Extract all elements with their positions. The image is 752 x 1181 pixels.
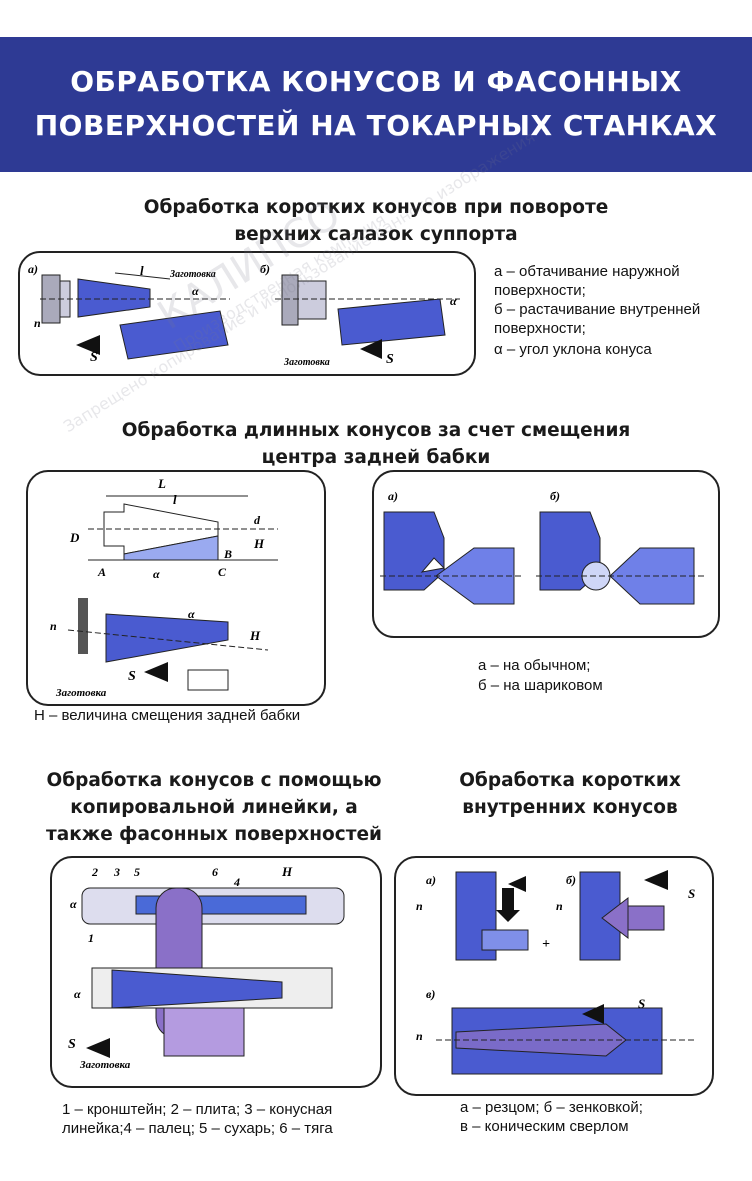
section2-legend-1: а – на обычном; — [478, 657, 591, 674]
internal-cone-diagram: а) n + б) n S в) S n — [416, 870, 696, 1075]
svg-text:5: 5 — [134, 865, 140, 879]
workpiece-label-a: Заготовка — [169, 269, 216, 280]
section3-title-line2: копировальной линейки, а — [70, 797, 358, 818]
svg-text:D: D — [69, 530, 80, 545]
svg-text:S: S — [688, 886, 695, 901]
header-banner: ОБРАБОТКА КОНУСОВ И ФАСОННЫХ ПОВЕРХНОСТЕ… — [0, 37, 752, 172]
label-a: а) — [426, 873, 436, 887]
workpiece-label-3: Заготовка — [79, 1059, 131, 1071]
svg-text:S: S — [638, 996, 645, 1011]
page-title-line2: ПОВЕРХНОСТЕЙ НА ТОКАРНЫХ СТАНКАХ — [34, 109, 718, 142]
svg-text:B: B — [223, 547, 232, 561]
svg-text:α: α — [153, 567, 160, 581]
section4-legend-1: а – резцом; б – зенковкой; — [460, 1099, 643, 1116]
svg-text:6: 6 — [212, 865, 218, 879]
svg-text:S: S — [386, 352, 394, 367]
section4-title-line2: внутренних конусов — [462, 797, 678, 818]
svg-text:l: l — [140, 263, 144, 278]
svg-text:n: n — [556, 899, 563, 913]
svg-text:α: α — [192, 284, 199, 298]
svg-text:H: H — [281, 864, 293, 879]
svg-text:S: S — [68, 1037, 76, 1052]
section2-title-line1: Обработка длинных конусов за счет смещен… — [121, 420, 631, 441]
section1-legend-3: б – растачивание внутренней — [494, 301, 701, 318]
svg-text:α: α — [74, 987, 81, 1001]
svg-text:α: α — [188, 607, 195, 621]
section3-legend-2: линейка;4 – палец; 5 – сухарь; 6 – тяга — [62, 1120, 333, 1137]
section2-caption: Н – величина смещения задней бабки — [34, 707, 301, 724]
section1-legend-1: а – обтачивание наружной — [494, 263, 680, 280]
svg-text:n: n — [416, 1029, 423, 1043]
section1-title-line2: верхних салазок суппорта — [234, 224, 518, 245]
feed-arrow — [76, 335, 100, 355]
svg-text:n: n — [50, 619, 57, 633]
svg-text:3: 3 — [113, 865, 120, 879]
svg-text:4: 4 — [233, 875, 240, 889]
label-a: а) — [28, 262, 38, 276]
cone-workpiece-shape — [77, 278, 151, 318]
section1-legend-5: α – угол уклона конуса — [494, 341, 652, 358]
workpiece-shape — [105, 613, 229, 663]
svg-text:1: 1 — [88, 931, 94, 945]
svg-text:n: n — [34, 316, 41, 330]
short-cone-turning-diagram: а) l Заготовка α S n б) α Заготовка S — [28, 262, 460, 368]
svg-text:L: L — [157, 476, 166, 491]
label-b: б) — [550, 489, 560, 503]
svg-text:Заготовка: Заготовка — [283, 357, 330, 368]
section2-legend-2: б – на шариковом — [478, 677, 603, 694]
section3-title-line1: Обработка конусов с помощью — [46, 770, 382, 791]
section1-title-line1: Обработка коротких конусов при повороте — [143, 197, 609, 218]
page-title-line1: ОБРАБОТКА КОНУСОВ И ФАСОННЫХ — [70, 65, 682, 98]
section1-legend-4: поверхности; — [494, 320, 586, 337]
svg-text:l: l — [173, 492, 177, 507]
svg-text:+: + — [542, 937, 550, 952]
svg-text:d: d — [254, 513, 261, 527]
section4-diagram-panel: а) n + б) n S в) S n — [394, 856, 714, 1096]
label-v: в) — [426, 987, 435, 1001]
svg-text:H: H — [249, 628, 261, 643]
label-b: б) — [566, 873, 576, 887]
svg-text:S: S — [128, 669, 136, 684]
svg-text:H: H — [253, 536, 265, 551]
tailstock-offset-diagram: L l D A B C α d H α H n S Заготовка — [50, 476, 278, 699]
section2-left-panel: L l D A B C α d H α H n S Заготовка — [26, 470, 326, 706]
boring-slide-shape — [337, 298, 446, 346]
section1-legend-2: поверхности; — [494, 282, 586, 299]
top-slide-shape — [119, 310, 229, 360]
svg-text:n: n — [416, 899, 423, 913]
workpiece-label-2: Заготовка — [55, 687, 107, 699]
svg-text:C: C — [218, 565, 227, 579]
center-types-diagram: а) б) — [380, 489, 704, 605]
label-b: б) — [260, 262, 270, 276]
svg-text:2: 2 — [91, 865, 98, 879]
section3-legend-1: 1 – кронштейн; 2 – плита; 3 – конусная — [62, 1101, 333, 1118]
section3-title-line3: также фасонных поверхностей — [46, 824, 382, 845]
plate-shape — [163, 1007, 245, 1057]
copy-ruler-diagram: 2 3 5 6 4 H α 1 α S Заготовка — [68, 864, 345, 1071]
svg-text:α: α — [450, 294, 457, 308]
svg-text:α: α — [70, 897, 77, 911]
label-a: а) — [388, 489, 398, 503]
section2-title-line2: центра задней бабки — [261, 447, 491, 468]
svg-text:S: S — [90, 350, 98, 365]
section4-legend-2: в – коническим сверлом — [460, 1118, 629, 1135]
section1-diagram-panel: а) l Заготовка α S n б) α Заготовка S — [18, 251, 476, 376]
section4-title-line1: Обработка коротких — [459, 770, 681, 791]
section3-diagram-panel: 2 3 5 6 4 H α 1 α S Заготовка — [50, 856, 382, 1088]
section2-right-panel: а) б) — [372, 470, 720, 638]
svg-text:A: A — [97, 565, 106, 579]
